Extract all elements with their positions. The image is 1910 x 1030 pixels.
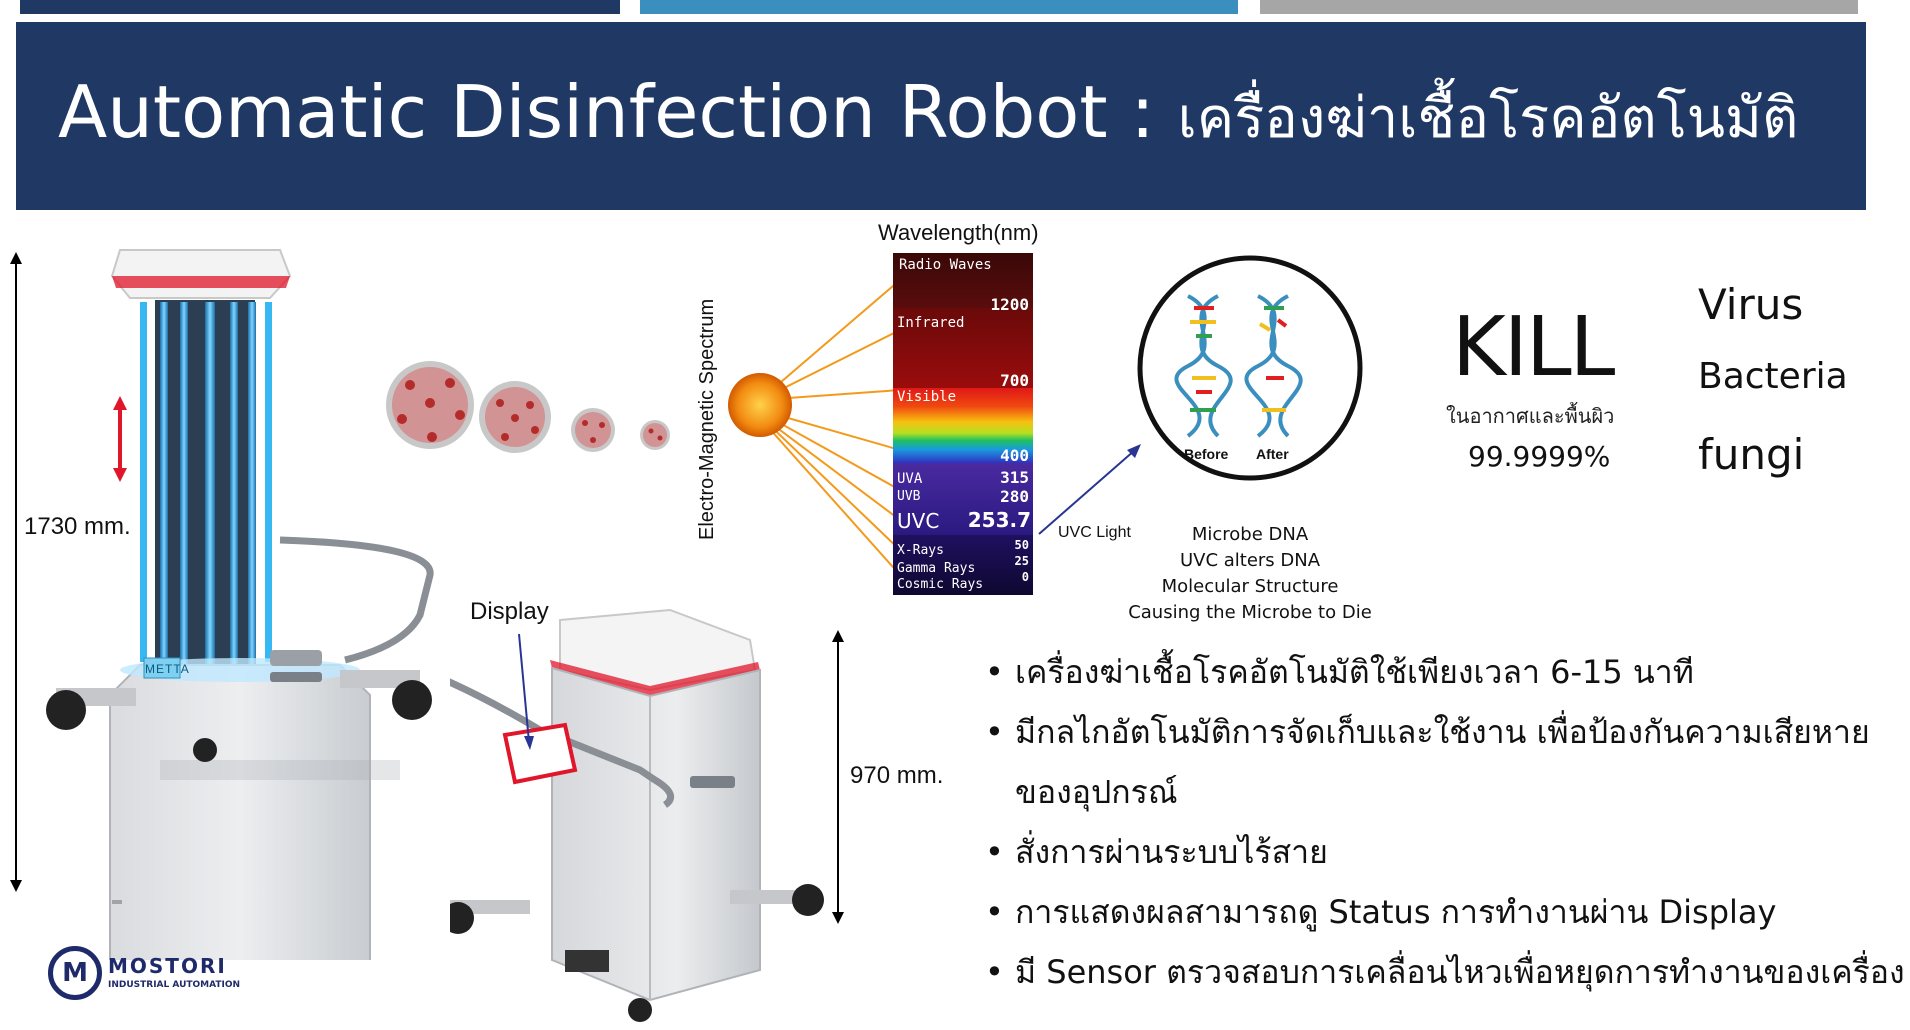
label-visible: Visible	[897, 389, 957, 405]
logo-emblem: M	[48, 946, 102, 1000]
short-robot-illustration	[450, 608, 824, 1022]
dna-caption-line-1: Microbe DNA	[1191, 524, 1309, 545]
target-virus: Virus	[1698, 280, 1804, 329]
brand-plate: METTA	[145, 662, 190, 676]
sun-icon	[728, 373, 792, 437]
uvc-pointer-arrow	[1038, 444, 1141, 535]
height-arrow-tall	[10, 252, 22, 892]
kill-percentage: 99.9999%	[1468, 440, 1611, 473]
dna-caption: Microbe DNA UVC alters DNA Molecular Str…	[1110, 522, 1390, 626]
uvc-light-label: UVC Light	[1058, 524, 1131, 541]
dna-before-label: Before	[1184, 446, 1229, 462]
dna-caption-line-3: Molecular Structure	[1161, 576, 1339, 597]
virus-icon-small	[571, 408, 615, 452]
dna-diagram	[1137, 255, 1363, 481]
feature-item: •เครื่องฆ่าเชื้อโรคอัตโนมัติใช้เพียงเวลา…	[985, 642, 1905, 702]
logo-tagline: INDUSTRIAL AUTOMATION	[108, 980, 241, 990]
feature-item-continuation: ของอุปกรณ์	[1015, 773, 1178, 811]
kill-heading: KILL	[1452, 300, 1615, 395]
tall-dimension-label: 1730 mm.	[24, 513, 131, 540]
tall-robot-illustration	[46, 249, 434, 960]
virus-icon-medium	[479, 381, 551, 453]
feature-item: •สั่งการผ่านระบบไร้สาย	[985, 822, 1905, 882]
bullet-marker: •	[985, 653, 1004, 691]
title-english: Automatic Disinfection Robot :	[58, 70, 1155, 154]
company-logo: M MOSTORI INDUSTRIAL AUTOMATION	[48, 944, 268, 1010]
bullet-marker: •	[985, 833, 1004, 871]
label-uva: UVA	[897, 471, 923, 487]
value-50: 50	[1014, 538, 1029, 552]
band-radio	[893, 253, 1033, 308]
target-fungi: fungi	[1698, 430, 1805, 479]
value-253: 253.7	[967, 508, 1031, 532]
bullet-marker: •	[985, 953, 1004, 991]
virus-icon-large	[386, 361, 474, 449]
band-infrared	[893, 308, 1033, 388]
display-pointer-arrow	[518, 633, 534, 750]
spectrum-column: Radio Waves 1200 Infrared 700 Visible 40…	[893, 253, 1033, 595]
short-dimension-label: 970 mm.	[850, 762, 944, 789]
lift-motion-arrow	[113, 396, 127, 482]
feature-item: •มี Sensor ตรวจสอบการเคลื่อนไหวเพื่อหยุด…	[985, 942, 1905, 1002]
top-bar-1	[20, 0, 620, 14]
feature-list: •เครื่องฆ่าเชื้อโรคอัตโนมัติใช้เพียงเวลา…	[985, 642, 1905, 1002]
logo-name: MOSTORI	[108, 954, 227, 978]
value-0: 0	[1021, 570, 1029, 584]
value-25: 25	[1014, 554, 1029, 568]
bullet-marker: •	[985, 893, 1004, 931]
value-1200: 1200	[990, 295, 1029, 314]
dna-caption-line-2: UVC alters DNA	[1179, 550, 1321, 571]
dna-after-label: After	[1256, 446, 1289, 462]
label-uvb: UVB	[897, 489, 921, 504]
top-bar-3	[1260, 0, 1858, 14]
label-gamma: Gamma Rays	[897, 561, 976, 576]
value-700: 700	[1000, 371, 1029, 390]
value-400: 400	[1000, 446, 1029, 465]
wavelength-title: Wavelength(nm)	[878, 220, 1039, 245]
spectrum-vertical-label: Electro-Magnetic Spectrum	[696, 298, 718, 540]
band-visible	[893, 388, 1033, 463]
band-uv	[893, 463, 1033, 535]
page-title: Automatic Disinfection Robot : เครื่องฆ่…	[58, 70, 1798, 162]
value-280: 280	[1000, 487, 1029, 506]
display-label: Display	[470, 598, 549, 625]
bullet-marker: •	[985, 713, 1004, 751]
virus-icon-tiny	[640, 420, 670, 450]
label-infrared: Infrared	[897, 315, 965, 331]
kill-subtitle: ในอากาศและพื้นผิว	[1446, 404, 1615, 428]
feature-item: •การแสดงผลสามารถดู Status การทำงานผ่าน D…	[985, 882, 1905, 942]
value-315: 315	[1000, 468, 1029, 487]
label-radio: Radio Waves	[899, 257, 992, 273]
sun-rays	[728, 279, 900, 576]
band-high	[893, 535, 1033, 595]
label-cosmic: Cosmic Rays	[897, 577, 984, 592]
dna-caption-line-4: Causing the Microbe to Die	[1128, 602, 1372, 623]
label-xrays: X-Rays	[897, 543, 944, 558]
top-bar-2	[640, 0, 1238, 14]
feature-item: •มีกลไกอัตโนมัติการจัดเก็บและใช้งาน เพื่…	[985, 702, 1905, 762]
target-bacteria: Bacteria	[1698, 356, 1848, 397]
virus-icons	[386, 361, 670, 453]
height-arrow-short	[832, 630, 844, 924]
title-thai: เครื่องฆ่าเชื้อโรคอัตโนมัติ	[1177, 86, 1799, 151]
label-uvc: UVC	[897, 509, 940, 533]
title-banner: Automatic Disinfection Robot : เครื่องฆ่…	[16, 22, 1866, 210]
